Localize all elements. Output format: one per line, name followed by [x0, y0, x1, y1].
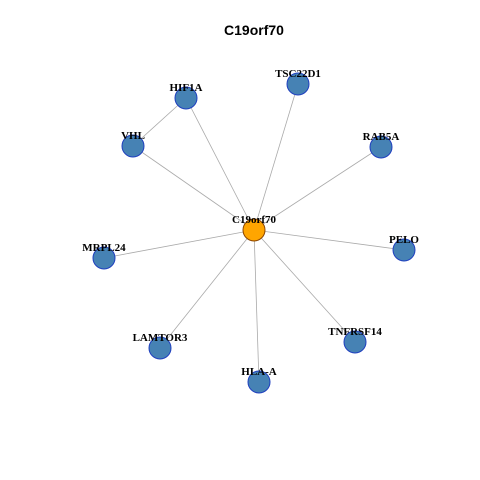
edge-c19orf70-lamtor3 [159, 229, 255, 349]
node-label-rab5a: RAB5A [363, 131, 400, 143]
edge-c19orf70-vhl [132, 145, 255, 231]
node-label-tsc22d1: TSC22D1 [275, 68, 321, 80]
node-label-tnfrsf14: TNFRSF14 [328, 326, 382, 338]
node-hla-a [247, 370, 271, 394]
node-hif1a [174, 86, 198, 110]
node-tsc22d1 [286, 72, 310, 96]
node-rab5a [369, 135, 393, 159]
node-mrpl24 [92, 246, 116, 270]
edge-hif1a-vhl [132, 97, 187, 147]
node-vhl [121, 134, 145, 158]
node-label-hif1a: HIF1A [170, 82, 203, 94]
edge-c19orf70-pelo [253, 229, 405, 251]
node-tnfrsf14 [343, 330, 367, 354]
node-lamtor3 [148, 336, 172, 360]
edge-c19orf70-rab5a [253, 146, 382, 231]
edge-c19orf70-tsc22d1 [253, 83, 299, 231]
node-pelo [392, 238, 416, 262]
edge-layer [103, 83, 405, 383]
node-label-c19orf70: C19orf70 [232, 214, 276, 226]
edge-c19orf70-mrpl24 [103, 229, 255, 259]
edge-c19orf70-hif1a [185, 97, 255, 231]
edge-c19orf70-tnfrsf14 [253, 229, 356, 343]
node-label-pelo: PELO [389, 234, 419, 246]
node-label-mrpl24: MRPL24 [82, 242, 126, 254]
node-layer [92, 72, 416, 394]
node-label-hla-a: HLA-A [241, 366, 277, 378]
diagram-title: C19orf70 [224, 22, 284, 38]
node-c19orf70 [242, 218, 266, 242]
edge-c19orf70-hla-a [253, 229, 260, 383]
node-label-vhl: VHL [121, 130, 145, 142]
node-label-lamtor3: LAMTOR3 [133, 332, 188, 344]
